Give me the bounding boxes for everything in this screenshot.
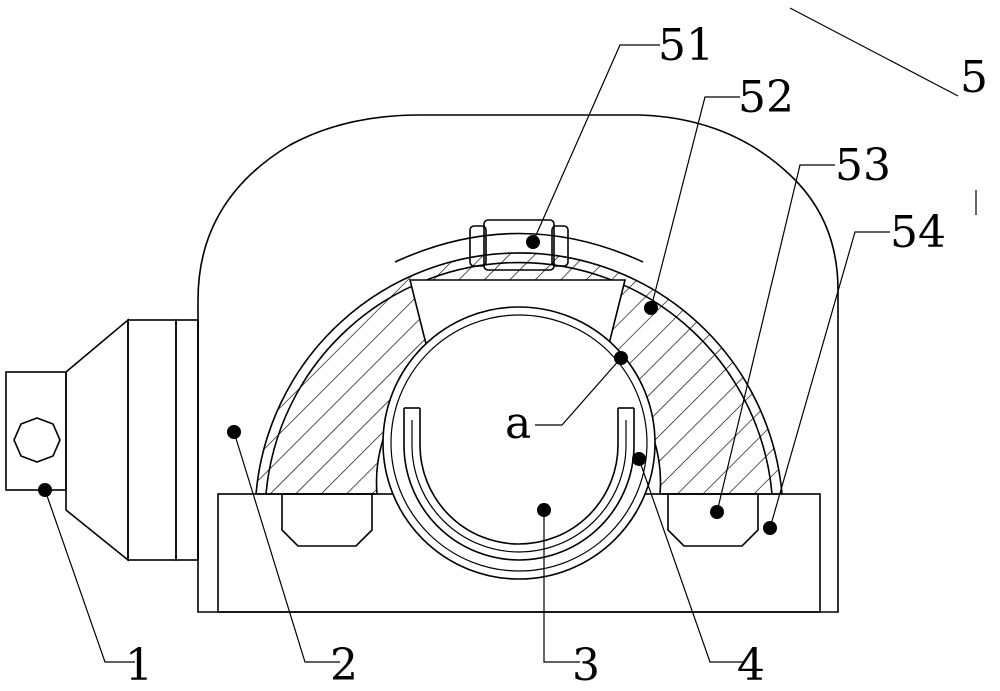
hex-bolt-icon bbox=[13, 417, 61, 463]
leader-4 bbox=[638, 458, 745, 663]
label-52: 52 bbox=[738, 72, 794, 123]
leader-2 bbox=[233, 431, 340, 663]
leader-51 bbox=[532, 44, 660, 243]
label-4: 4 bbox=[737, 640, 765, 691]
housing-body bbox=[197, 114, 839, 613]
hinge-pin bbox=[483, 219, 555, 271]
clamp-outer-band bbox=[265, 261, 773, 495]
pipe-inner-ring bbox=[390, 314, 648, 572]
hinge-strap bbox=[394, 232, 644, 263]
leader-a bbox=[535, 357, 622, 426]
label-a: a bbox=[505, 398, 531, 449]
hinge-pin-right-cap bbox=[551, 225, 569, 267]
label-51: 51 bbox=[658, 20, 714, 71]
label-1: 1 bbox=[125, 640, 153, 691]
leader-3 bbox=[543, 510, 580, 663]
base-pocket-right bbox=[667, 493, 759, 547]
liner-outer bbox=[403, 408, 635, 561]
label-54: 54 bbox=[890, 207, 946, 258]
leader-54 bbox=[769, 231, 890, 529]
leader-1 bbox=[44, 489, 135, 663]
nozzle-collar-inner bbox=[175, 319, 199, 561]
leader-5-line bbox=[789, 7, 959, 97]
leader-52 bbox=[650, 96, 740, 309]
nozzle-collar bbox=[127, 319, 177, 561]
nozzle-cone bbox=[65, 318, 129, 562]
liner-inner bbox=[419, 408, 619, 545]
label-2: 2 bbox=[330, 640, 358, 691]
label-3: 3 bbox=[572, 640, 600, 691]
pipe-outer bbox=[382, 306, 656, 580]
mounting-plate bbox=[5, 371, 67, 491]
label-53: 53 bbox=[835, 140, 891, 191]
hinge-pin-left-cap bbox=[469, 225, 487, 267]
label-5: 5 bbox=[960, 52, 988, 103]
liner-mid bbox=[411, 420, 627, 553]
leader-53 bbox=[716, 164, 835, 513]
base-pocket-left bbox=[281, 493, 373, 547]
